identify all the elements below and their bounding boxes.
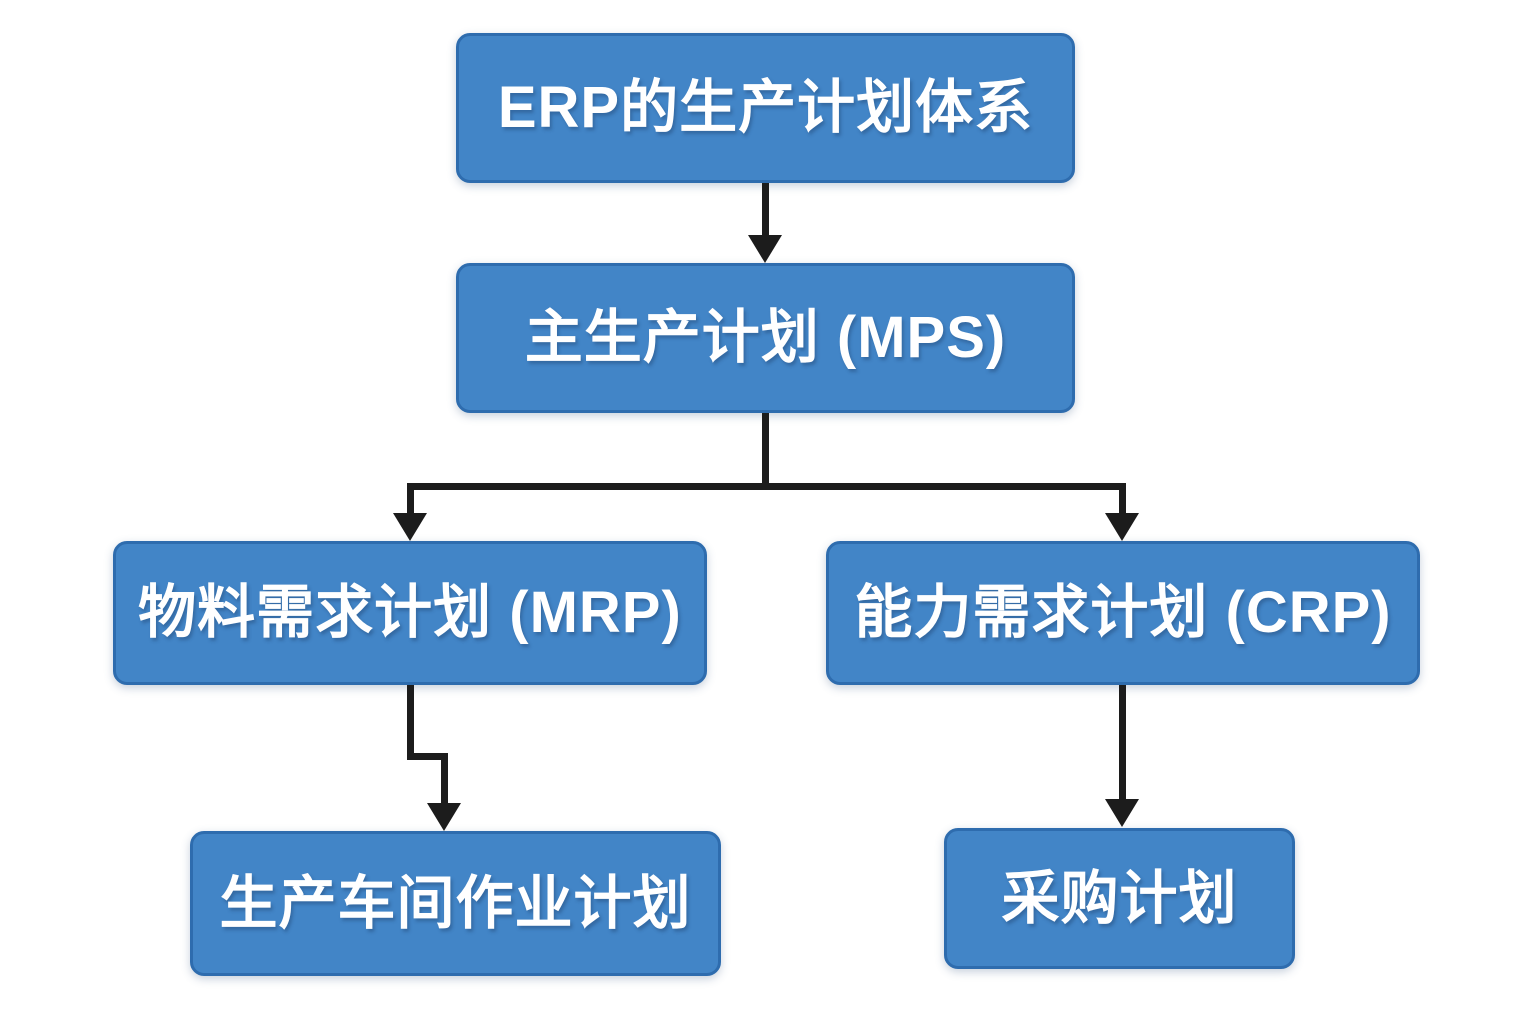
node-label-material-requirements-planning: 物料需求计划 (MRP) <box>138 580 682 645</box>
node-erp-production-planning-system: ERP的生产计划体系 <box>456 33 1075 183</box>
node-material-requirements-planning: 物料需求计划 (MRP) <box>113 541 707 685</box>
connector-split-crp-line <box>1119 483 1126 515</box>
connector-crp-purchase-arrowhead-icon <box>1105 799 1139 827</box>
connector-mrp-shopfloor-arrowhead-icon <box>427 803 461 831</box>
node-label-shop-floor-operation-plan: 生产车间作业计划 <box>219 870 692 936</box>
connector-mps-stem-line <box>762 413 769 487</box>
connector-root-mps-line <box>762 183 769 237</box>
connector-split-mrp-arrowhead-icon <box>393 513 427 541</box>
connector-crp-purchase-line <box>1119 685 1126 801</box>
node-capacity-requirements-planning: 能力需求计划 (CRP) <box>826 541 1420 685</box>
connector-mrp-shopfloor-segment3-line <box>441 753 448 805</box>
node-shop-floor-operation-plan: 生产车间作业计划 <box>190 831 721 976</box>
connector-split-mrp-line <box>407 483 414 515</box>
node-label-master-production-schedule: 主生产计划 (MPS) <box>524 305 1007 370</box>
connector-mrp-shopfloor-segment2-line <box>407 753 448 760</box>
connector-root-mps-arrowhead-icon <box>748 235 782 263</box>
node-label-erp-production-planning-system: ERP的生产计划体系 <box>497 75 1034 140</box>
node-purchase-plan: 采购计划 <box>944 828 1295 969</box>
node-label-capacity-requirements-planning: 能力需求计划 (CRP) <box>854 580 1392 645</box>
connector-split-bar-line <box>407 483 1126 490</box>
connector-split-crp-arrowhead-icon <box>1105 513 1139 541</box>
connector-mrp-shopfloor-segment1-line <box>407 685 414 760</box>
node-master-production-schedule: 主生产计划 (MPS) <box>456 263 1075 413</box>
node-label-purchase-plan: 采购计划 <box>1001 865 1238 931</box>
